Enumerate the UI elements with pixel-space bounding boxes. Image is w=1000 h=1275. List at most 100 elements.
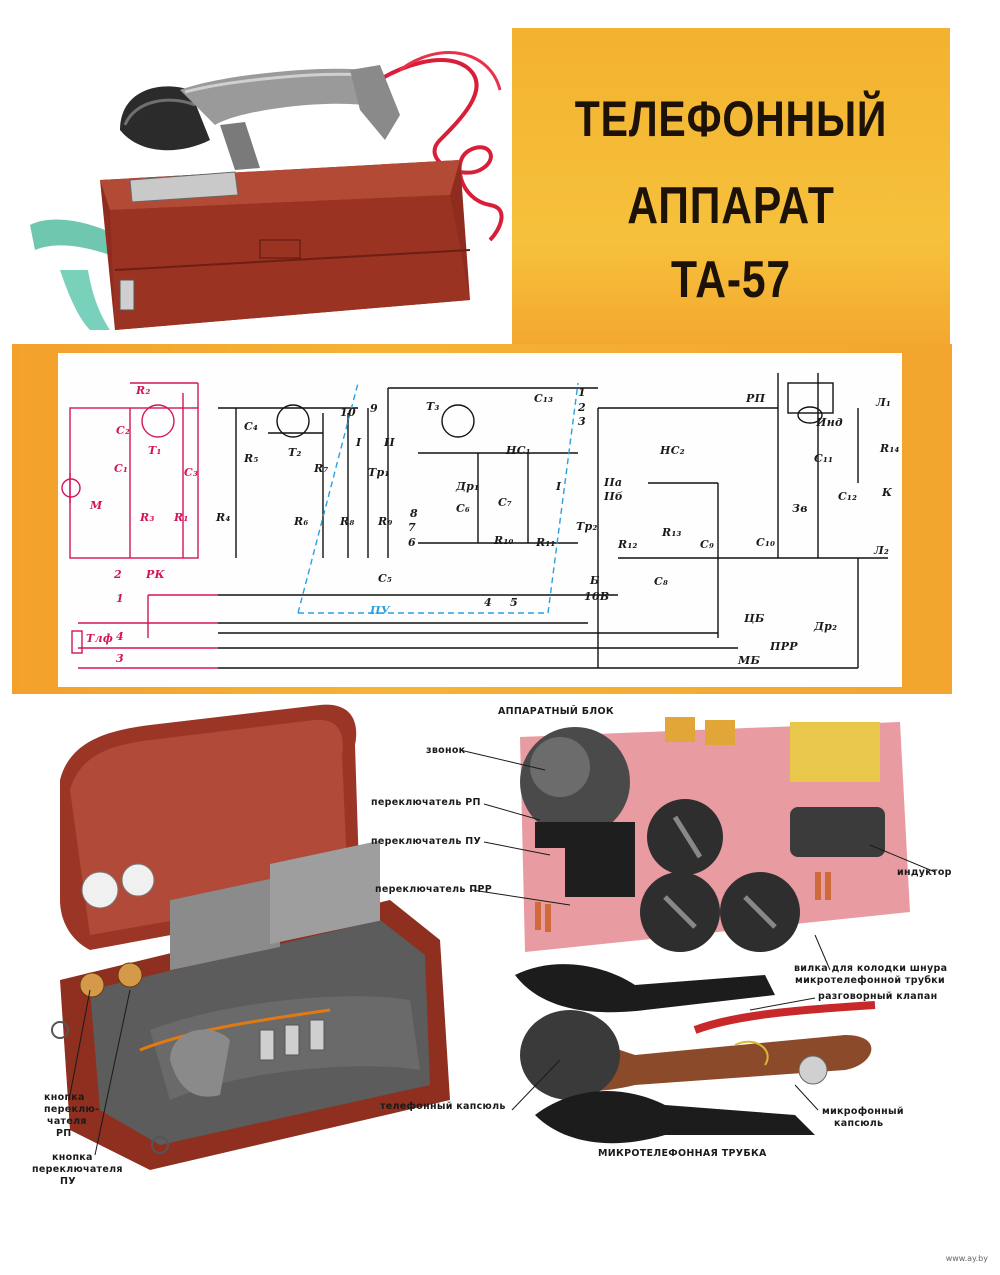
label-c4: C₄	[244, 420, 259, 433]
title-line-1: ТЕЛЕФОННЫЙ	[574, 91, 888, 147]
label-switch-prr: переключатель ПРР	[375, 884, 493, 895]
label-dr1: Др₁	[456, 480, 480, 493]
label-sw3: 3	[116, 652, 124, 665]
label-r8: R₈	[340, 515, 355, 528]
label-c2: C₂	[116, 424, 131, 437]
label-btn-rp-2: переклю-	[44, 1104, 100, 1115]
label-pu: ПУ	[370, 604, 390, 617]
apparatus-block-title: АППАРАТНЫЙ БЛОК	[498, 706, 614, 717]
label-tr1-ii: II	[384, 436, 395, 449]
label-btn-pu-2: переключателя	[32, 1164, 123, 1175]
label-r11: R₁₁	[536, 536, 556, 549]
label-n7: 7	[408, 521, 416, 534]
label-r3: R₃	[140, 511, 155, 524]
label-sw2: 2	[114, 568, 122, 581]
label-b: Б	[590, 574, 600, 587]
label-sw4: 4	[116, 630, 124, 643]
label-switch-pu: переключатель ПУ	[371, 836, 482, 847]
watermark: www.ay.by	[945, 1254, 988, 1263]
title-line-2: АППАРАТ	[627, 177, 835, 235]
label-r13: R₁₃	[662, 526, 682, 539]
label-hc2: НС₂	[660, 444, 685, 457]
label-phone-capsule: телефонный капсюль	[380, 1101, 506, 1112]
label-n9: 9	[370, 402, 378, 415]
label-c1: C₁	[114, 462, 129, 475]
label-rp: РП	[746, 392, 766, 405]
label-plug-line-2: микротелефонной трубки	[795, 975, 945, 986]
label-tr2: Тр₂	[576, 520, 598, 533]
label-iia: IIa	[604, 476, 623, 489]
phone-open-illustration	[51, 704, 450, 1170]
label-talk-valve: разговорный клапан	[818, 991, 938, 1002]
label-r7: R₇	[314, 462, 329, 475]
label-c8: C₈	[654, 575, 669, 588]
label-zv: Зв	[792, 502, 808, 515]
label-prr: ПРР	[770, 640, 798, 653]
label-n2: 2	[578, 401, 586, 414]
circuit-schematic	[61, 373, 888, 669]
label-r4: R₄	[216, 511, 231, 524]
title-line-3: ТА-57	[671, 251, 791, 309]
label-tlf: Тлф	[86, 632, 114, 645]
label-n1: 1	[578, 386, 586, 399]
label-btn-rp-4: РП	[56, 1128, 72, 1139]
label-l2: Л₂	[874, 544, 890, 557]
label-c9: C₉	[700, 538, 715, 551]
label-c5: C₅	[378, 572, 393, 585]
label-switch-rp: переключатель РП	[371, 797, 481, 808]
label-mic-line-1: микрофонный	[822, 1106, 904, 1117]
handset-title: МИКРОТЕЛЕФОННАЯ ТРУБКА	[598, 1148, 767, 1159]
label-sw1: 1	[116, 592, 124, 605]
label-r14: R₁₄	[880, 442, 900, 455]
label-r5: R₅	[244, 452, 259, 465]
label-inductor: индуктор	[897, 867, 952, 878]
label-r6: R₆	[294, 515, 309, 528]
label-r9: R₉	[378, 515, 393, 528]
label-c10: C₁₀	[756, 536, 776, 549]
label-plug-line-1: вилка для колодки шнура	[794, 963, 948, 974]
label-dr2: Др₂	[814, 620, 838, 633]
label-ind: Инд	[816, 416, 843, 429]
label-c3: C₃	[184, 466, 199, 479]
label-r2: R₂	[136, 384, 151, 397]
phone-closed-illustration	[30, 51, 504, 330]
label-btn-pu-1: кнопка	[52, 1152, 93, 1163]
label-n4: 4	[484, 596, 492, 609]
label-c12: C₁₂	[838, 490, 858, 503]
label-tr1-i: I	[356, 436, 362, 449]
label-tr1: Тр₁	[368, 466, 390, 479]
label-btn-pu-3: ПУ	[60, 1176, 76, 1187]
title-panel: ТЕЛЕФОННЫЙ АППАРАТ ТА-57	[512, 28, 950, 380]
label-n8: 8	[410, 507, 418, 520]
label-rk: РК	[146, 568, 165, 581]
label-r10: R₁₀	[494, 534, 514, 547]
apparatus-block-illustration	[520, 717, 910, 952]
label-n10: 10	[340, 406, 356, 419]
label-n6: 6	[408, 536, 416, 549]
label-btn-rp-3: чателя	[47, 1116, 87, 1127]
label-tr2-i: I	[556, 480, 562, 493]
label-n5: 5	[510, 596, 518, 609]
label-btn-rp-1: кнопка	[44, 1092, 85, 1103]
handset-illustration	[515, 964, 876, 1144]
label-mic-line-2: капсюль	[834, 1118, 884, 1129]
label-r12: R₁₂	[618, 538, 638, 551]
label-t1: T₁	[148, 444, 162, 457]
label-10v: 10В	[584, 590, 610, 603]
label-k: К	[882, 486, 893, 499]
label-c13: C₁₃	[534, 392, 554, 405]
label-t3: T₃	[426, 400, 440, 413]
label-iib: IIб	[604, 490, 624, 503]
label-hc1: НС₁	[506, 444, 531, 457]
label-c11: C₁₁	[814, 452, 834, 465]
label-n3: 3	[578, 415, 586, 428]
label-bell: звонок	[426, 745, 466, 756]
label-cb: ЦБ	[744, 612, 765, 625]
label-c7: C₇	[498, 496, 513, 509]
label-r1: R₁	[174, 511, 189, 524]
callout-leader-lines	[69, 749, 936, 1156]
label-mb: МБ	[738, 654, 761, 667]
label-l1: Л₁	[876, 396, 892, 409]
label-m: М	[90, 499, 103, 512]
label-t2: T₂	[288, 446, 302, 459]
